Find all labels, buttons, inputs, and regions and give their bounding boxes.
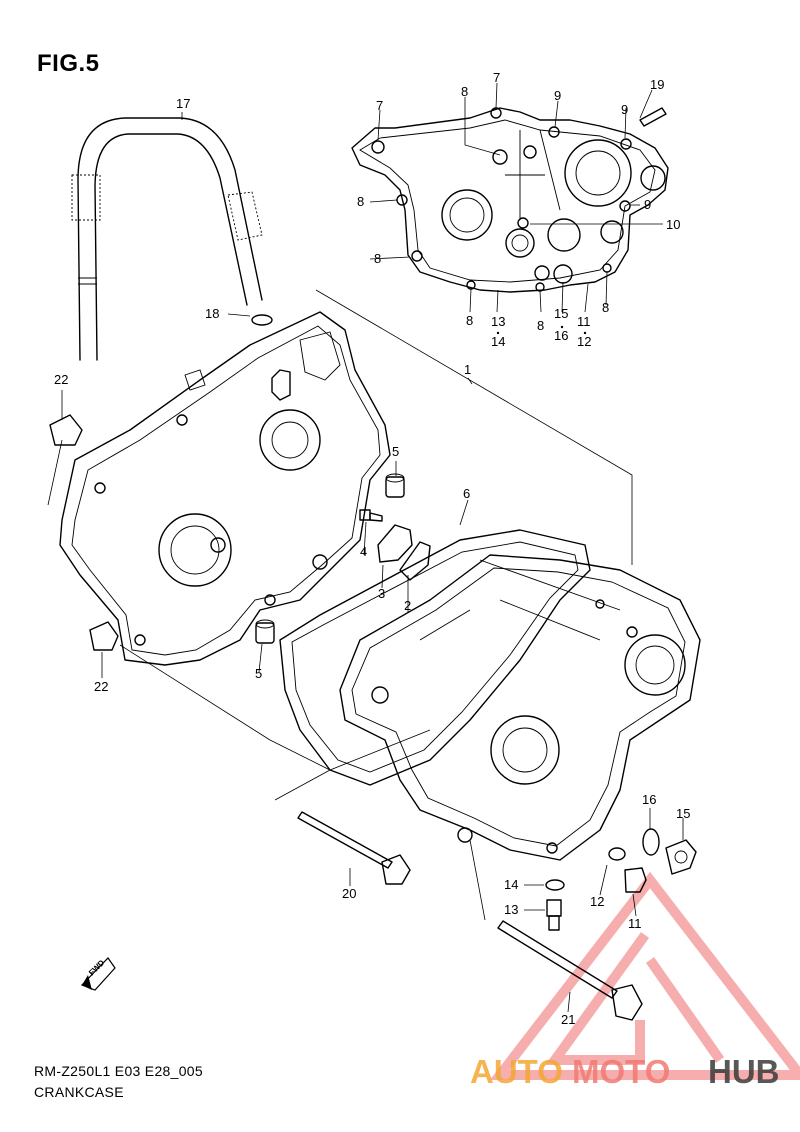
drain-plug-gasket [642,828,660,856]
callout-22: 22 [54,372,68,387]
callout-20: 20 [342,886,356,901]
callout-9: 9 [554,88,561,103]
svg-text:HUB: HUB [708,1053,780,1090]
callout-17: 17 [176,96,190,111]
oil-plate-gasket [399,541,431,581]
right-crankcase-half [339,554,701,861]
callout-5: 5 [255,666,262,681]
callout-8: 8 [461,84,468,99]
callout-13: 13 [504,902,518,917]
callout-8: 8 [374,251,381,266]
callout-7: 7 [376,98,383,113]
callout-3: 3 [378,586,385,601]
callout-21: 21 [561,1012,575,1027]
plate-screw [359,509,383,522]
dowel-pins [255,473,405,644]
fwd-arrow-icon: FWD [80,957,116,991]
callout-16: 16 [642,792,656,807]
oil-plate [377,524,413,563]
callout-1: 1 [464,362,471,377]
callout-8: 8 [357,194,364,209]
cap-nut-upper [49,414,83,446]
callout-10: 10 [666,217,680,232]
callout-8: 8 [537,318,544,333]
callout-8: 8 [466,313,473,328]
callout-7: 7 [493,70,500,85]
callout-12: 12 [577,334,591,349]
callout-14: 14 [491,334,505,349]
crankcase-inner-view [351,107,669,293]
oil-strainer-cap [624,867,647,893]
washer [545,879,565,891]
callout-9: 9 [621,102,628,117]
callout-12: 12 [590,894,604,909]
watermark-brand-text: AUTO MOTO HUB [470,1053,780,1090]
callout-6: 6 [463,486,470,501]
watermark-logo-triangle [489,871,800,1080]
callout-18: 18 [205,306,219,321]
callout-11: 11 [628,916,642,931]
callout-15: 15 [554,306,568,321]
svg-text:AUTO: AUTO [470,1053,563,1090]
oil-strainer-o-ring [608,847,626,861]
callout-11: 11 [577,314,591,329]
callout-19: 19 [650,77,664,92]
breather-union-o-ring [251,314,273,326]
callout-14: 14 [504,877,518,892]
leader-lines [61,82,684,1013]
callout-labels: 1 2 3 4 5 5 6 7 7 8 8 8 8 8 8 8 9 9 9 10… [54,70,690,1027]
callout-16: 16 [554,328,568,343]
cap-nut-lower [89,621,119,651]
model-code-label: RM-Z250L1 E03 E28_005 [34,1063,203,1079]
figure-title: FIG.5 [37,50,100,77]
callout-4: 4 [360,544,367,559]
long-bolt-20 [297,811,411,885]
callout-22: 22 [94,679,108,694]
section-name-label: CRANKCASE [34,1084,124,1100]
long-bolt-21 [497,920,643,1021]
callout-15: 15 [676,806,690,821]
svg-text:MOTO: MOTO [572,1053,670,1090]
crankcase-gasket [279,529,591,786]
callout-9: 9 [644,197,651,212]
callout-13: 13 [491,314,505,329]
callout-8: 8 [602,300,609,315]
left-crankcase-half [59,311,391,666]
callout-2: 2 [404,598,411,613]
bolt-small [546,899,562,931]
callout-5: 5 [392,444,399,459]
svg-text:FWD: FWD [87,958,106,977]
oil-drain-plug [665,839,697,875]
breather-hose [71,117,263,361]
